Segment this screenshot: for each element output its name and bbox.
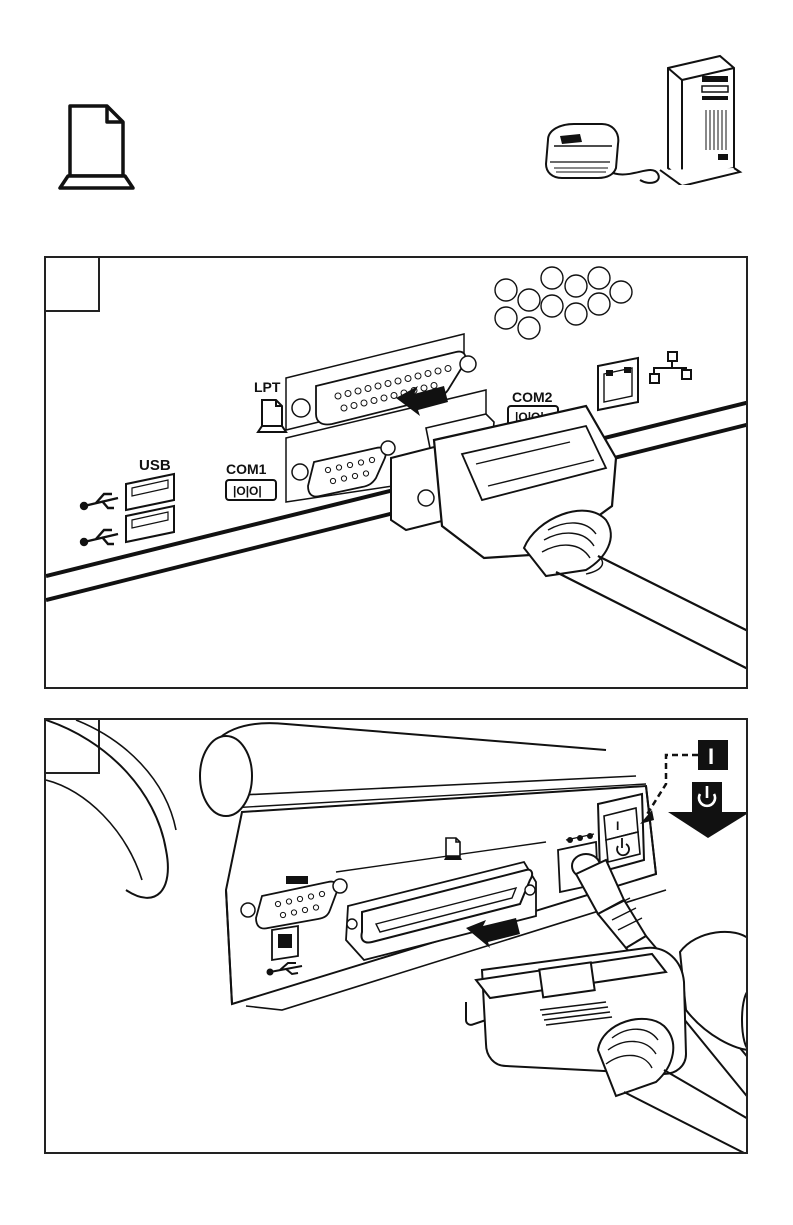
usb-port-bottom	[126, 506, 174, 542]
parallel-cable-connector	[391, 406, 748, 670]
usb-device-port	[272, 926, 298, 960]
network-icon	[650, 352, 691, 383]
com1-glyph: |O|O|	[233, 484, 262, 498]
panel-step-1: LPT COM1 |O|O| COM2 |O|O|	[44, 256, 748, 689]
usb-icon	[81, 494, 118, 545]
parallel-port-icon	[444, 838, 462, 860]
vent-holes	[495, 267, 632, 339]
usb-port-top	[126, 474, 174, 510]
power-on-label: I	[708, 744, 714, 769]
switch-on-mark: I	[616, 819, 619, 833]
parallel-port-icon	[55, 100, 145, 190]
com2-label: COM2	[512, 389, 553, 405]
computer-back-panel-illustration: LPT COM1 |O|O| COM2 |O|O|	[46, 258, 748, 689]
parallel-port-icon	[258, 400, 286, 432]
dashed-leader	[646, 755, 698, 816]
printer-and-computer-illustration	[540, 50, 755, 185]
usb-label: USB	[139, 457, 171, 474]
com1-label: COM1	[226, 461, 267, 477]
power-down-arrow	[668, 782, 748, 838]
panel-step-2: I I	[44, 718, 748, 1154]
header	[0, 0, 793, 240]
lpt-label: LPT	[254, 379, 281, 395]
ethernet-port	[598, 358, 638, 410]
printer-rear-illustration: I I	[46, 720, 748, 1154]
ferrite-bead	[680, 932, 748, 1050]
